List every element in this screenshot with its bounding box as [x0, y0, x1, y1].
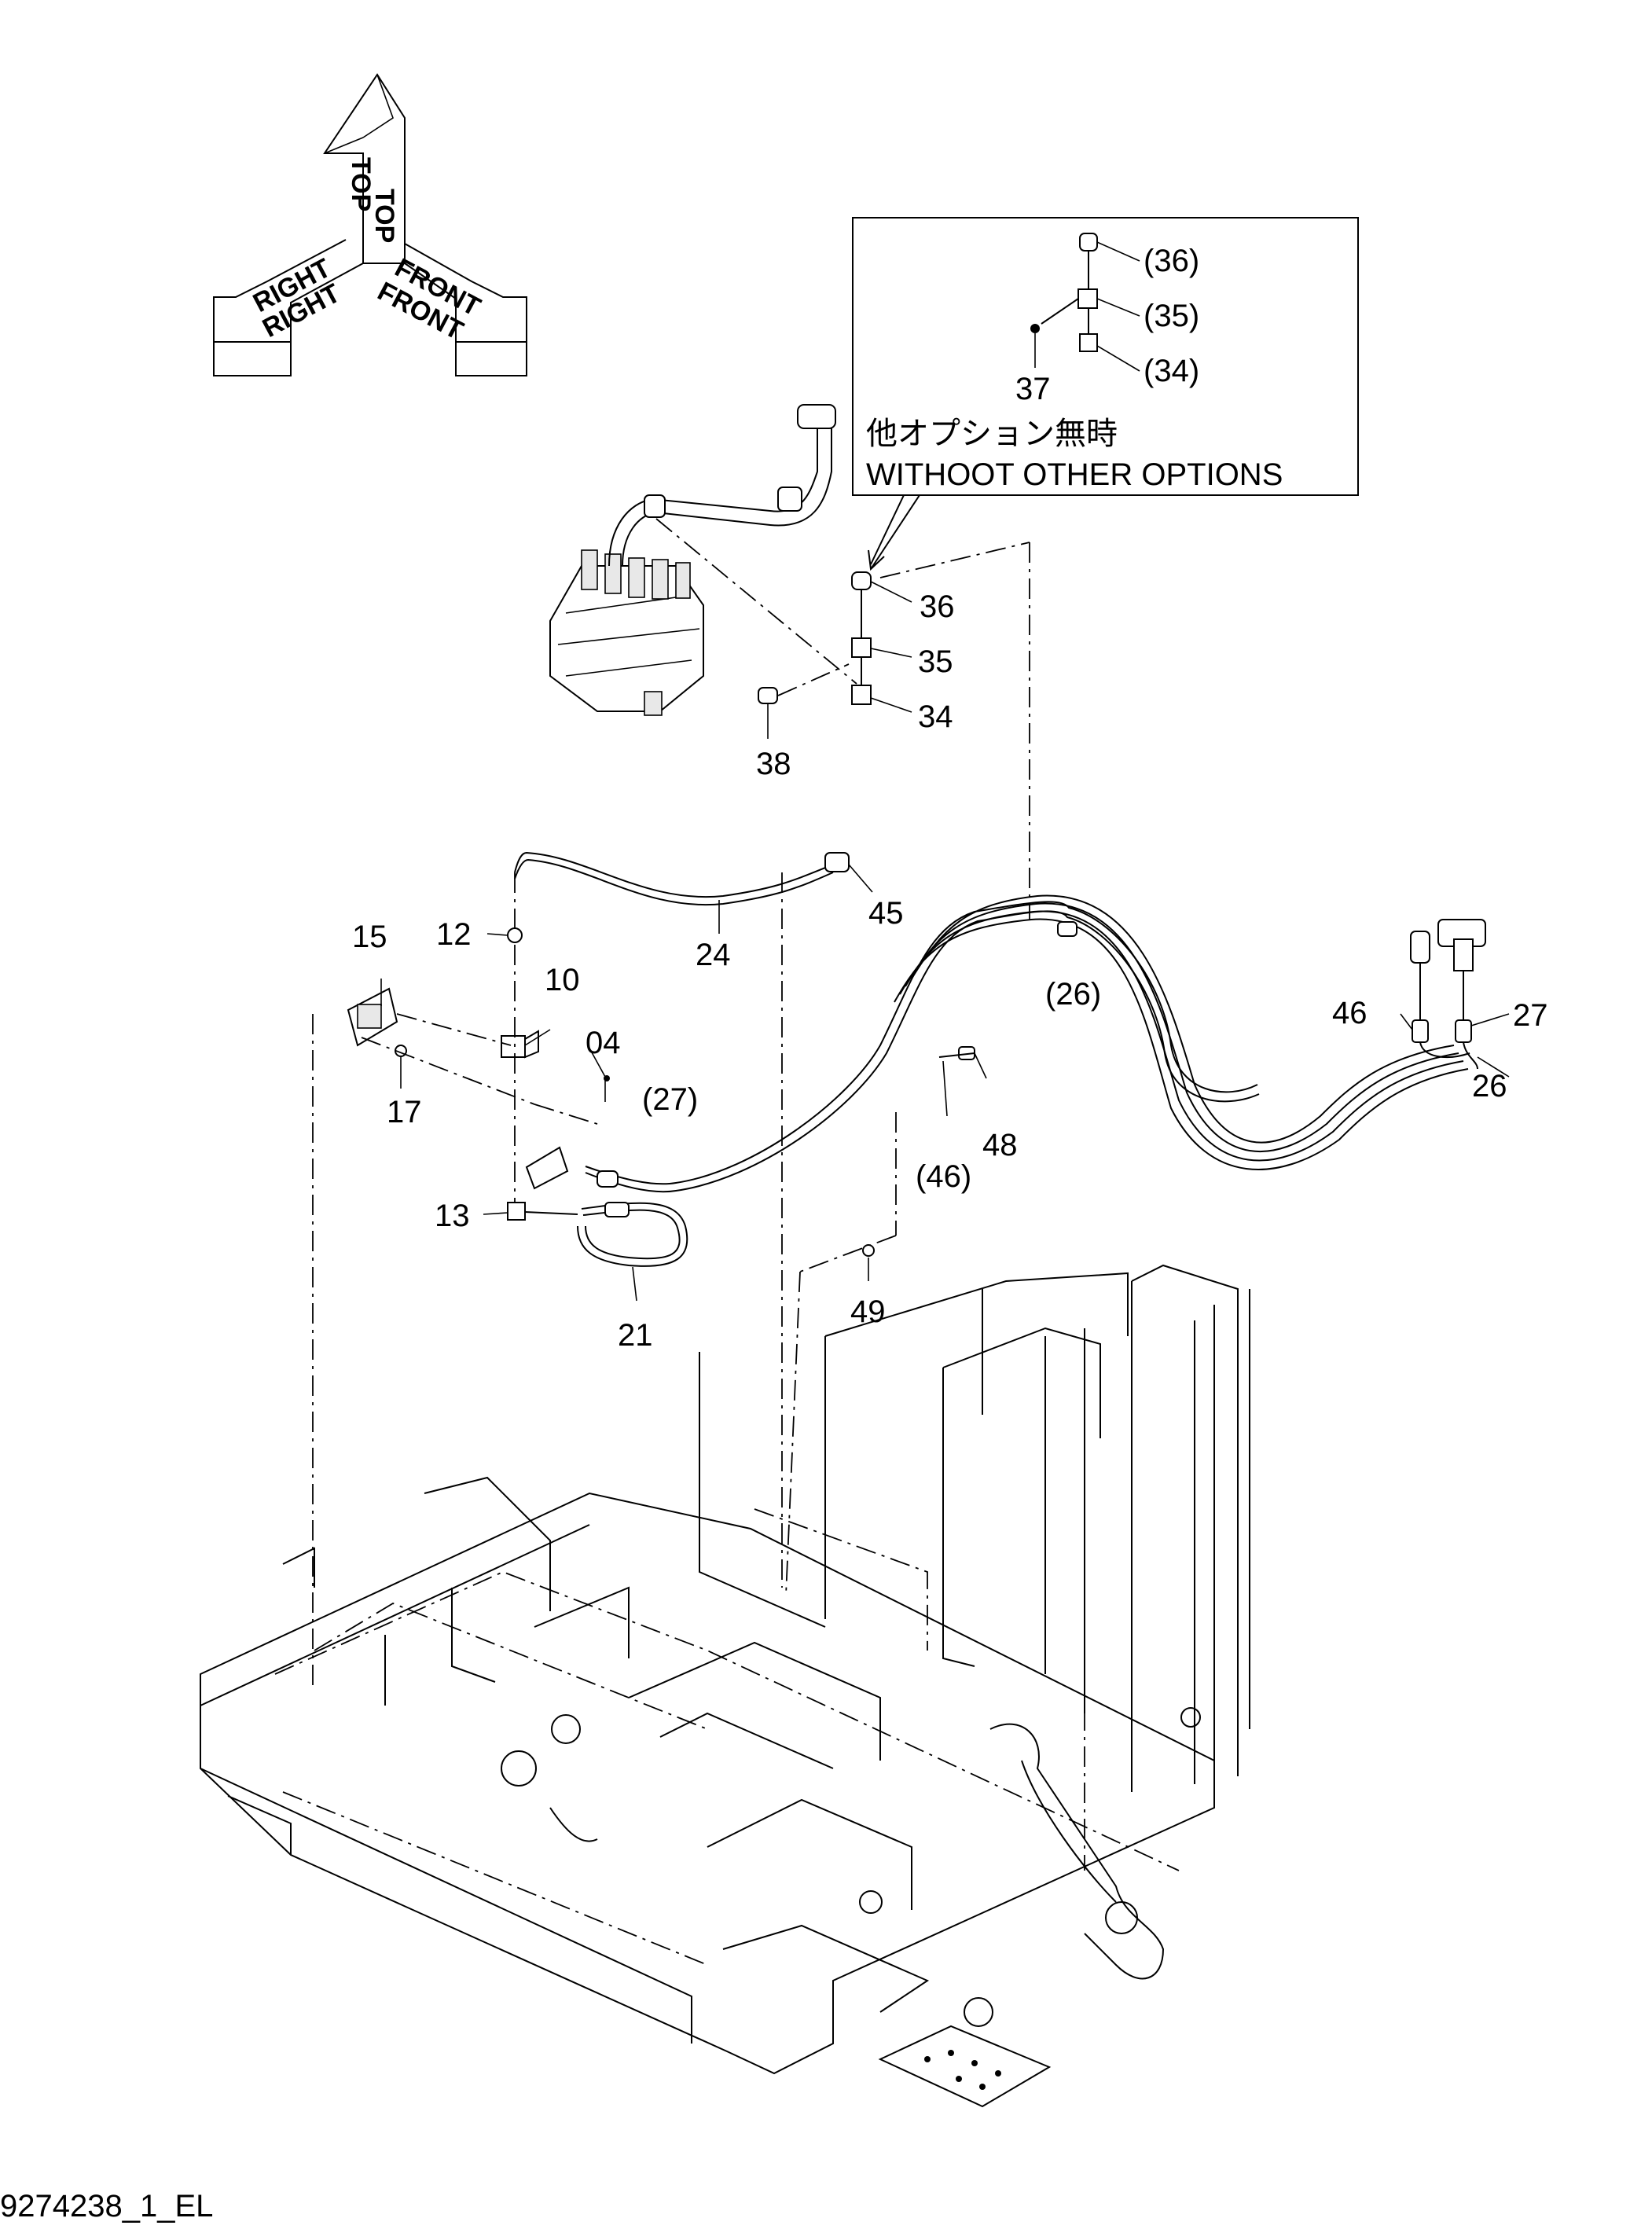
- callout-45: 45: [868, 896, 904, 931]
- callout-48: 48: [982, 1128, 1018, 1162]
- callout-17: 17: [387, 1095, 422, 1129]
- callout-46: 46: [1332, 996, 1367, 1030]
- callout-34: 34: [918, 700, 953, 734]
- control-valve: [549, 404, 836, 716]
- callout-36: 36: [920, 589, 955, 624]
- callout-26: 26: [1472, 1069, 1507, 1103]
- hoses: [514, 542, 1510, 1596]
- callout-04: 04: [586, 1026, 621, 1060]
- callout-15: 15: [352, 920, 387, 954]
- callout-26-ref: (26): [1045, 977, 1101, 1012]
- inset-note-english: WITHOOT OTHER OPTIONS: [866, 457, 1283, 492]
- top-label-shadow: TOP: [369, 189, 399, 243]
- callout-38: 38: [756, 747, 791, 781]
- inset-callout-34: (34): [1144, 354, 1199, 388]
- callout-27: 27: [1513, 998, 1548, 1033]
- callout-12: 12: [436, 917, 472, 952]
- callout-35: 35: [918, 644, 953, 679]
- machine-frame: [200, 1264, 1250, 2108]
- callout-49: 49: [850, 1294, 886, 1329]
- bracket-group: [312, 872, 610, 1690]
- callout-labels: 36 35 34 38 45 12 24 15 10 04 17 (27) (2…: [352, 589, 1548, 1353]
- inset-note-japanese: 他オプション無時: [866, 416, 1118, 452]
- callout-46-ref: (46): [916, 1159, 971, 1194]
- orientation-arrows: TOP TOP RIGHT RIGHT FRONT FRONT: [213, 73, 527, 376]
- top-label: TOP: [346, 157, 376, 211]
- inset-callout-36: (36): [1144, 244, 1199, 278]
- inset-callout-37: 37: [1015, 372, 1051, 406]
- callout-10: 10: [545, 963, 580, 997]
- callout-27-ref: (27): [642, 1082, 698, 1117]
- pressure-sensor-assembly: [655, 518, 912, 739]
- callout-24: 24: [696, 938, 731, 972]
- callout-13: 13: [435, 1199, 470, 1233]
- inset-callout-35: (35): [1144, 299, 1199, 333]
- inset-box: (36) (35) (34) 37 他オプション無時 WITHOOT OTHER…: [852, 217, 1359, 571]
- callout-21: 21: [618, 1318, 653, 1353]
- drawing-number: 9274238_1_EL: [0, 2189, 213, 2223]
